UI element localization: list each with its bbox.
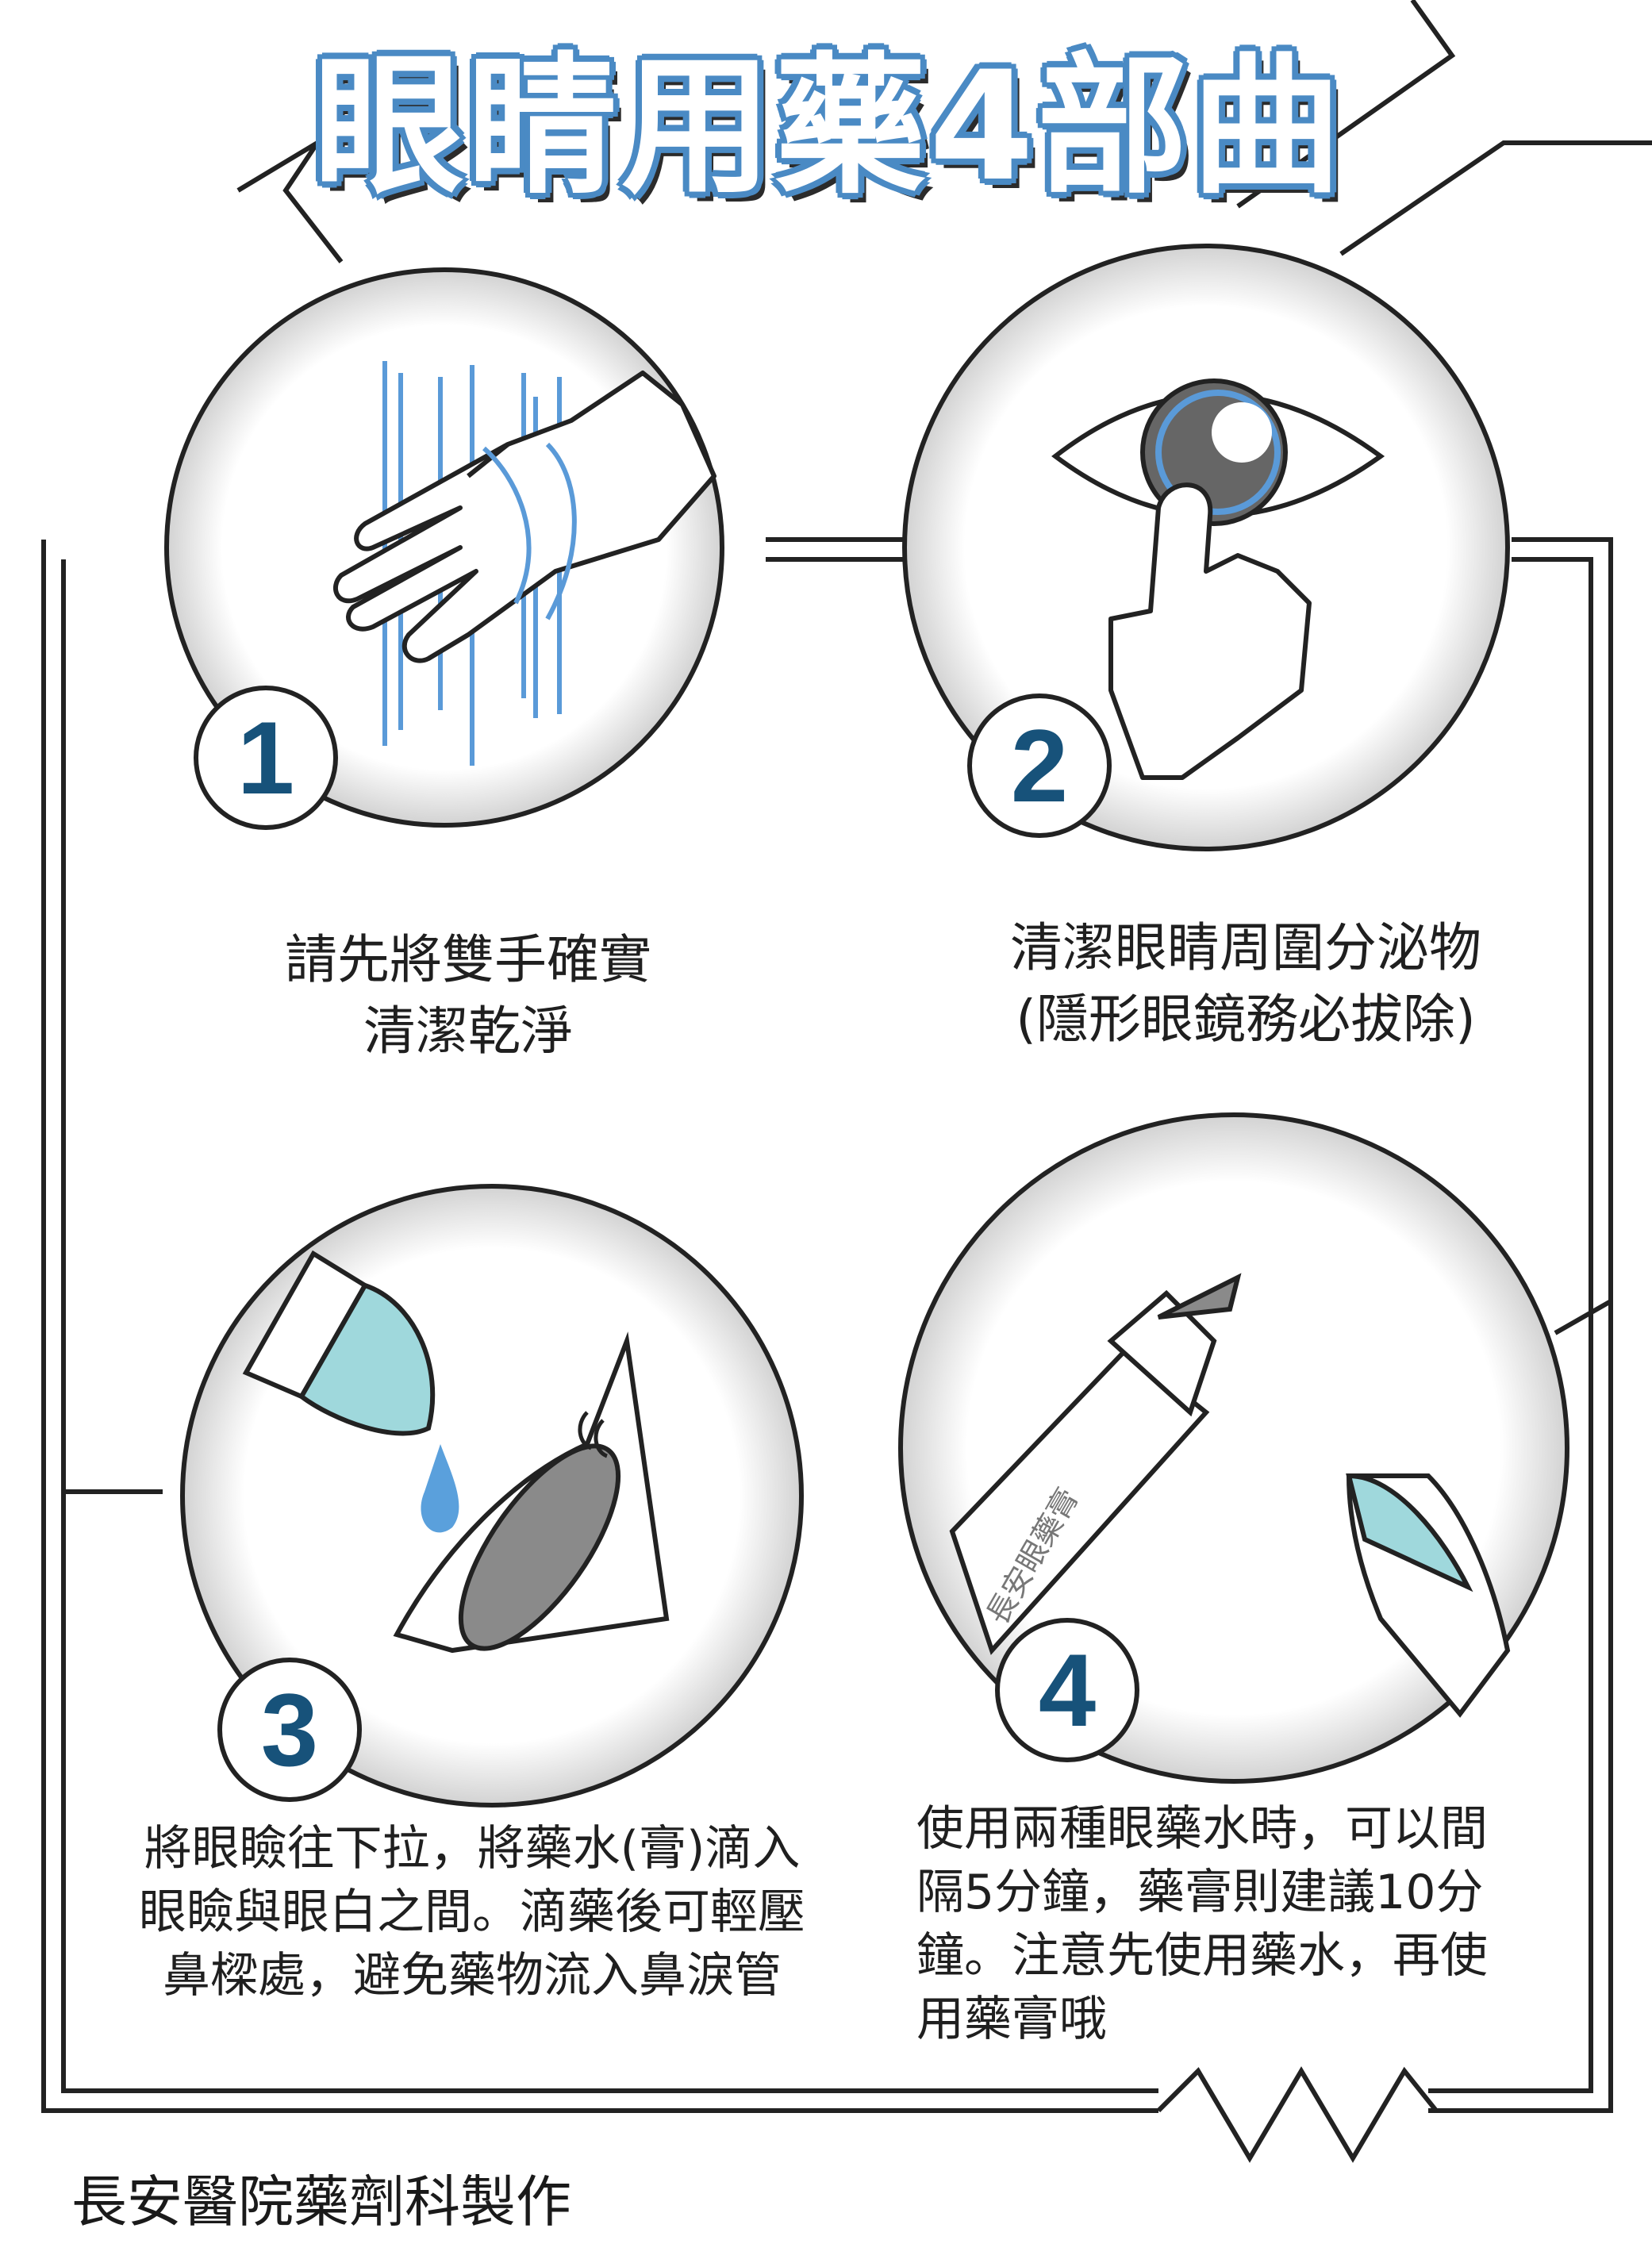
step-1-caption-line: 清潔乾淨: [363, 1001, 573, 1062]
step-2-caption: 清潔眼睛周圍分泌物 (隱形眼鏡務必拔除): [889, 912, 1603, 1055]
step-3-number: 3: [261, 1672, 318, 1788]
step-4-number: 4: [1039, 1632, 1096, 1748]
eye-icon: [1051, 378, 1385, 526]
zigzag-decoration: [1156, 2066, 1439, 2163]
frame: [41, 537, 1613, 2113]
step-1-number: 1: [237, 700, 294, 816]
title-lines: [63, 0, 1652, 1494]
step-2-illustration: 2: [902, 244, 1510, 851]
step-3-caption: 將眼瞼往下拉，將藥水(膏)滴入 眼瞼與眼白之間。滴藥後可輕壓 鼻樑處，避免藥物流…: [75, 1817, 869, 2007]
step-4-caption-line: 用藥膏哦: [916, 1992, 1107, 2047]
lower-eyelid-icon: [393, 1331, 670, 1654]
step-2-caption-line: 清潔眼睛周圍分泌物: [1010, 917, 1481, 978]
step-3-caption-line: 眼瞼與眼白之間。滴藥後可輕壓: [139, 1884, 805, 1940]
step-2-caption-line: (隱形眼鏡務必拔除): [1016, 989, 1476, 1050]
step-4-caption: 使用兩種眼藥水時，可以間 隔5分鐘，藥膏則建議10分 鐘。注意先使用藥水，再使 …: [916, 1797, 1575, 2051]
step-3-caption-line: 鼻樑處，避免藥物流入鼻淚管: [163, 1948, 782, 2004]
step-1-caption-line: 請先將雙手確實: [285, 929, 651, 990]
step-2-number: 2: [1011, 708, 1068, 824]
step-1-caption: 請先將雙手確實 清潔乾淨: [182, 924, 754, 1067]
step-3-illustration: 3: [180, 1184, 804, 1808]
step-4-caption-line: 鐘。注意先使用藥水，再使: [916, 1928, 1488, 1984]
step-4-caption-line: 使用兩種眼藥水時，可以間: [916, 1801, 1488, 1857]
step-1-illustration: 1: [164, 267, 724, 830]
footer-credit: 長安醫院藥劑科製作: [71, 2169, 571, 2234]
eye-drop-icon: [421, 1444, 459, 1533]
finger-icon: [1108, 482, 1312, 780]
step-4-illustration: 長安眼藥膏 4: [898, 1112, 1569, 1784]
step-3-caption-line: 將眼瞼往下拉，將藥水(膏)滴入: [144, 1821, 801, 1877]
dropper-bottle-icon: [242, 1250, 436, 1436]
lower-eyelid-icon: [1346, 1473, 1511, 1718]
step-4-caption-line: 隔5分鐘，藥膏則建議10分: [916, 1865, 1484, 1920]
page-title: 眼睛用藥4部曲: [313, 39, 1346, 214]
